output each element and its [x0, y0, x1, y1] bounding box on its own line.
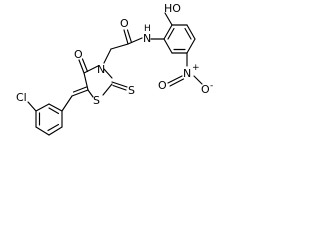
nitro-nitrogen-atom: N — [183, 67, 191, 80]
nitro-oxygen-double: O — [158, 79, 167, 92]
n-ch2-bond — [103, 48, 112, 64]
nitro-double-bond — [167, 75, 183, 84]
molecule-structure: Cl O N S S O H N HO — [16, 2, 213, 136]
ring-nitrogen-atom: N — [97, 63, 105, 76]
thioxo-sulfur-atom: S — [128, 84, 135, 97]
nitro-single-bond — [193, 75, 203, 85]
exocyclic-double-bond — [71, 89, 89, 97]
amide-oxygen-atom: O — [120, 17, 129, 30]
amide-carbonyl-bond — [123, 29, 129, 45]
chlorine-atom: Cl — [16, 91, 27, 104]
amide-nitrogen-atom: N — [143, 32, 151, 45]
c-cl-bond — [27, 101, 37, 112]
thioxo-bond — [111, 81, 128, 88]
chlorophenyl-ring — [35, 103, 63, 136]
ring-carbonyl-bond — [78, 59, 85, 74]
nitro-minus-charge: - — [210, 81, 213, 91]
thiazolidinone-ring — [83, 65, 113, 98]
benzylidene-bond — [61, 95, 73, 112]
nitrophenyl-ring — [163, 24, 196, 54]
ring-sulfur-atom: S — [93, 94, 100, 107]
amide-hydrogen-atom: H — [144, 24, 151, 34]
ring-oxygen-atom: O — [74, 48, 83, 61]
c-oh-bond — [164, 12, 173, 26]
ch2-carbonyl-bond — [110, 43, 129, 50]
carbonyl-n-bond — [127, 37, 143, 45]
nitro-oxygen-single: O — [201, 83, 210, 96]
nitro-plus-charge: + — [192, 63, 200, 73]
hydroxyl-group: HO — [164, 2, 181, 15]
